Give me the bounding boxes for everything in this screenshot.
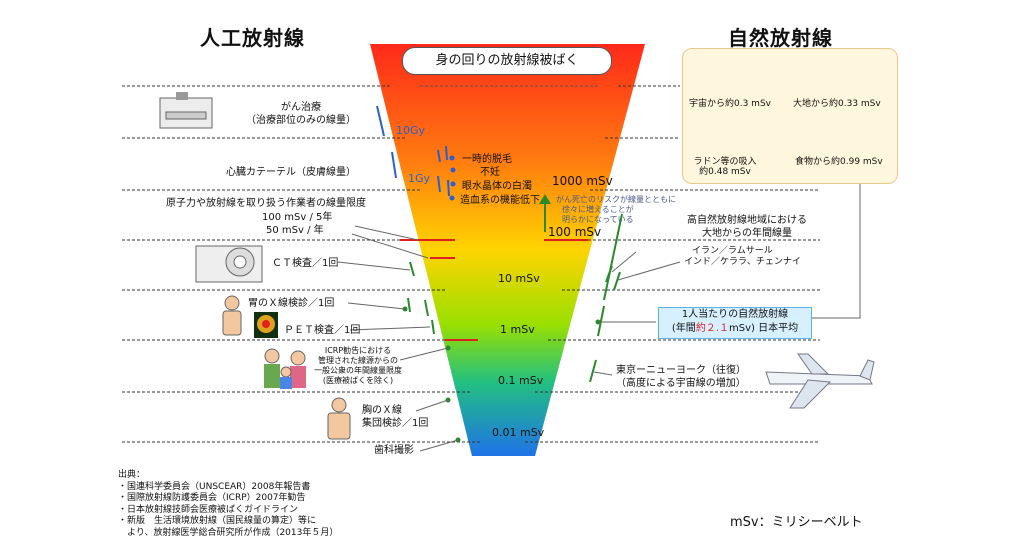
sources-note: 出典： ・国連科学委員会（UNSCEAR）2008年報告書 ・国際放射線防護委員… — [118, 470, 339, 538]
worker-limit-5yr: 100 mSv / 5年 — [262, 212, 333, 223]
food-dose-label: 食物から約0.99 mSv — [795, 157, 883, 167]
natural-sources-box: 宇宙から約0.3 mSv 大地から約0.33 mSv ラドン等の吸入 約0.48… — [682, 48, 898, 184]
worker-limit-title: 原子力や放射線を取り扱う作業者の線量限度 — [166, 198, 366, 209]
hospital-bed-icon — [159, 92, 213, 129]
artificial-radiation-title: 人工放射線 — [200, 26, 305, 50]
ct-label: ＣＴ検査／1回 — [272, 258, 339, 269]
blue-marks — [376, 105, 456, 201]
scale-0-1msv: 0.1 mSv — [498, 374, 544, 387]
scale-100msv: 100 mSv — [548, 225, 602, 239]
earth-dose-label: 大地から約0.33 mSv — [793, 99, 881, 109]
red-marks — [400, 239, 588, 341]
airplane-icon — [765, 353, 875, 409]
effect-cataract: 眼水晶体の白濁 — [462, 181, 532, 192]
stomach-xray-label: 胃のＸ線検診／1回 — [248, 298, 335, 309]
annual-natural-info: 1人当たりの自然放射線 (年間約２.１mSv) 日本平均 — [658, 307, 812, 339]
cancer-therapy-label: がん治療 （治療部位のみの線量） — [246, 102, 356, 126]
pet-brain-scan-icon — [254, 312, 278, 338]
dental-label: 歯科撮影 — [374, 445, 414, 456]
india-label: インド／ケララ、チェンナイ — [684, 257, 801, 267]
effect-hematopoietic: 造血系の機能低下 — [460, 195, 540, 206]
pet-label: ＰＥＴ検査／1回 — [284, 325, 361, 336]
scale-10msv: 10 mSv — [498, 272, 540, 285]
risk-note: がん死亡のリスクが線量とともに 徐々に増えることが 明らかになっている — [556, 195, 676, 224]
unit-note: mSv：ミリシーベルト — [730, 515, 863, 530]
scale-0-01msv: 0.01 mSv — [492, 426, 545, 439]
iran-label: イラン／ラムサール — [692, 246, 773, 256]
scale-1gy: 1Gy — [408, 172, 431, 185]
radon-dose-label: ラドン等の吸入 約0.48 mSv — [693, 157, 757, 177]
flight-label: 東京ーニューヨーク（往復） （高度による宇宙線の増加） — [616, 365, 746, 389]
scale-10gy: 10Gy — [396, 124, 426, 137]
natural-radiation-title: 自然放射線 — [728, 26, 833, 50]
leader-lines — [337, 184, 861, 452]
worker-limit-yr: 50 mSv / 年 — [266, 225, 324, 236]
level-lines — [122, 85, 820, 443]
space-dose-label: 宇宙から約0.3 mSv — [689, 99, 771, 109]
cardiac-catheter-label: 心臓カテーテル（皮膚線量） — [226, 167, 356, 178]
patient-icon — [222, 295, 242, 336]
dose-funnel — [370, 44, 645, 456]
chest-xray-label: 胸のＸ線 集団検診／1回 — [362, 405, 429, 429]
scale-1000msv: 1000 mSv — [552, 174, 613, 188]
effect-sterility: 不妊 — [480, 167, 500, 178]
chest-xray-person-icon — [327, 397, 351, 440]
green-marks — [402, 194, 623, 443]
effect-hair-loss: 一時的脱毛 — [462, 154, 512, 165]
ct-scanner-icon — [195, 245, 263, 283]
icrp-label: ICRP勧告における 管理された線源からの 一般公衆の年間線量限度 (医療被ばく… — [314, 346, 402, 385]
scale-1msv: 1 mSv — [500, 323, 535, 336]
center-caption: 身の回りの放射線被ばく — [402, 47, 612, 75]
family-icon — [264, 348, 306, 389]
high-area-label: 高自然放射線地域における 大地からの年間線量 — [687, 215, 807, 239]
